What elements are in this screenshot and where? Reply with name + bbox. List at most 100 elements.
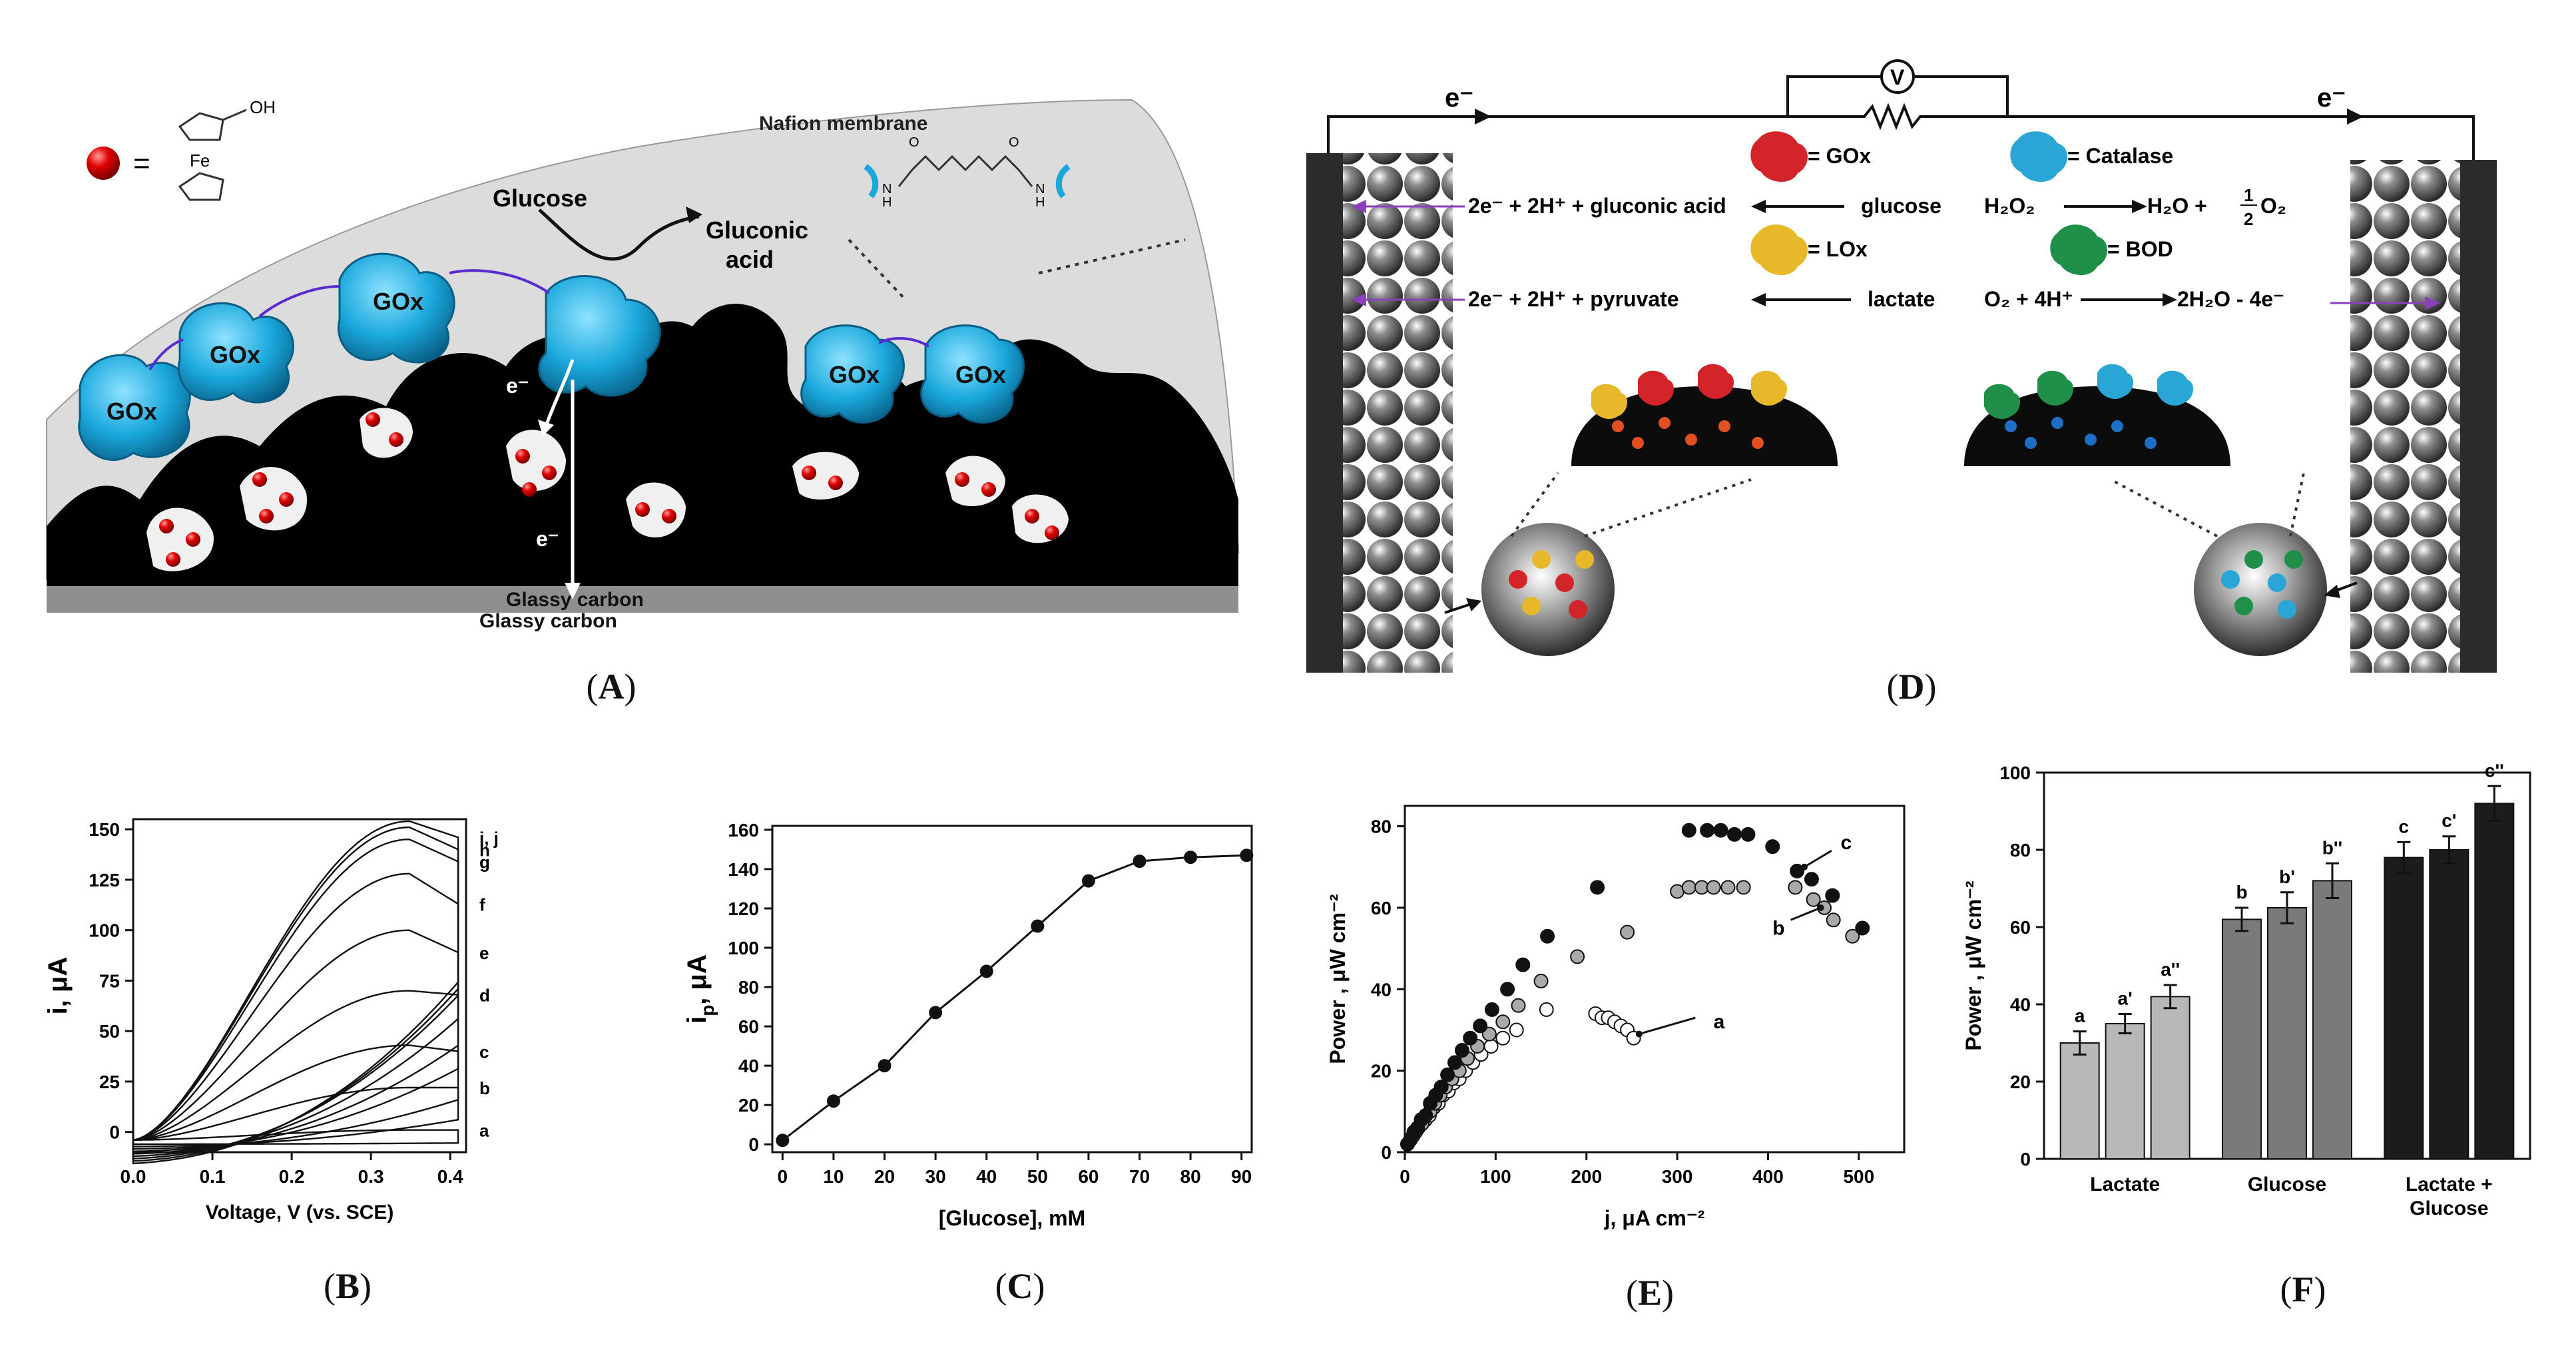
x-tick-label: 0.3 bbox=[358, 1166, 384, 1187]
y-tick-label: 25 bbox=[99, 1072, 120, 1092]
series-a-point bbox=[1483, 1038, 1499, 1054]
cv-curve-label: i, j bbox=[479, 828, 499, 848]
series-b-point bbox=[1788, 880, 1803, 895]
x-tick-label: 30 bbox=[925, 1166, 946, 1187]
bar-label: c' bbox=[2442, 811, 2456, 831]
x-tick-label: 0.0 bbox=[121, 1166, 146, 1187]
y-tick-label: 60 bbox=[2010, 917, 2031, 938]
bar bbox=[2105, 1023, 2145, 1160]
panel-label-f: (F) bbox=[2280, 1269, 2326, 1309]
legend-catalase: = Catalase bbox=[2067, 144, 2173, 168]
series-b-point bbox=[1570, 949, 1585, 964]
y-axis-label: ip, μA bbox=[682, 954, 718, 1024]
series-a-point bbox=[1495, 1030, 1511, 1046]
gox-label-4: GOx bbox=[829, 361, 880, 388]
series-c-point bbox=[1447, 1055, 1462, 1070]
bar-label: c bbox=[2399, 816, 2410, 837]
rxn1-reactant: glucose bbox=[1861, 194, 1941, 218]
x-axis-label: j, μA cm⁻² bbox=[1604, 1206, 1705, 1230]
x-tick-label: 40 bbox=[976, 1166, 997, 1187]
linker-h-left: H bbox=[882, 195, 892, 210]
series-b-point bbox=[1845, 928, 1860, 944]
voltmeter-label: V bbox=[1890, 65, 1905, 89]
series-c-point bbox=[1700, 823, 1715, 838]
x-tick-label: 90 bbox=[1231, 1166, 1252, 1187]
series-c-point bbox=[1727, 827, 1742, 842]
cv-curve-label: d bbox=[479, 986, 490, 1006]
rxn1-products: 2e⁻ + 2H⁺ + gluconic acid bbox=[1468, 194, 1726, 218]
linker-h-right: H bbox=[1035, 195, 1045, 210]
bar-label: c'' bbox=[2485, 760, 2504, 781]
gox-enzymes bbox=[78, 252, 1025, 461]
y-tick-label: 100 bbox=[1999, 763, 2031, 783]
data-point bbox=[929, 1006, 943, 1020]
y-axis-label: Power , μW cm⁻² bbox=[1326, 894, 1350, 1064]
y-tick-label: 75 bbox=[99, 970, 120, 991]
y-tick-label: 40 bbox=[738, 1056, 759, 1076]
group-label: Glucose bbox=[2410, 1197, 2488, 1219]
y-tick-label: 120 bbox=[728, 898, 759, 919]
rxn2-o2: O₂ bbox=[2260, 194, 2286, 218]
y-tick-label: 50 bbox=[99, 1021, 120, 1042]
series-c-point bbox=[1515, 957, 1531, 972]
panel-label-b: (B) bbox=[324, 1266, 372, 1306]
group-label: Glucose bbox=[2248, 1174, 2326, 1195]
x-tick-label: 0.4 bbox=[437, 1166, 463, 1187]
annotation-arrowhead bbox=[1817, 904, 1824, 911]
linker-n-left: N bbox=[882, 182, 892, 196]
series-c-point bbox=[1484, 1002, 1499, 1017]
y-tick-label: 0 bbox=[1381, 1142, 1392, 1163]
ferrocene-oh: OH bbox=[250, 97, 276, 117]
y-tick-label: 125 bbox=[89, 870, 120, 890]
cv-curve-g bbox=[132, 839, 459, 1160]
x-tick-label: 80 bbox=[1180, 1166, 1201, 1187]
cv-curve-h bbox=[132, 826, 459, 1162]
anode-electron: e⁻ bbox=[1445, 83, 1473, 113]
series-annotation: a bbox=[1714, 1011, 1725, 1033]
data-point bbox=[979, 964, 993, 978]
series-b-point bbox=[1720, 880, 1736, 895]
cv-curve-label: b bbox=[479, 1078, 490, 1098]
x-tick-label: 60 bbox=[1078, 1166, 1099, 1187]
series-c-point bbox=[1681, 823, 1696, 838]
annotation-arrowhead bbox=[1635, 1030, 1643, 1038]
ferrocene-beads bbox=[159, 412, 1059, 567]
bar bbox=[2150, 996, 2190, 1160]
x-axis-label: Voltage, V (vs. SCE) bbox=[206, 1201, 394, 1223]
rxn2-reactant: H₂O₂ bbox=[1984, 194, 2035, 218]
data-point bbox=[1184, 850, 1198, 864]
x-tick-label: 0.2 bbox=[279, 1166, 305, 1187]
x-axis-label: [Glucose], mM bbox=[939, 1206, 1085, 1230]
rxn3-products: 2e⁻ + 2H⁺ + pyruvate bbox=[1468, 287, 1679, 311]
cathode-electron: e⁻ bbox=[2317, 83, 2346, 113]
series-c-point bbox=[1440, 1067, 1455, 1082]
data-point bbox=[1133, 854, 1147, 868]
data-point bbox=[1031, 919, 1045, 933]
panel-label-e: (E) bbox=[1626, 1273, 1674, 1313]
series-a-point bbox=[1509, 1022, 1524, 1038]
series-b-point bbox=[1481, 1026, 1497, 1042]
fit-line bbox=[782, 854, 1247, 1142]
gox-label-2: GOx bbox=[210, 341, 260, 368]
x-tick-label: 0 bbox=[778, 1166, 788, 1187]
y-tick-label: 0 bbox=[2020, 1149, 2031, 1170]
rxn2-half-num: 1 bbox=[2244, 185, 2253, 205]
series-c-point bbox=[1804, 872, 1819, 887]
cv-curve-label: a bbox=[479, 1121, 489, 1141]
cv-curve-ij bbox=[132, 820, 459, 1165]
bar-label: b'' bbox=[2322, 837, 2342, 858]
ferrocene-structure bbox=[178, 109, 247, 201]
ferrocene-legend-bead bbox=[87, 147, 120, 180]
bar-label: a'' bbox=[2161, 959, 2180, 980]
series-b-point bbox=[1826, 912, 1841, 928]
y-tick-label: 20 bbox=[1371, 1061, 1392, 1082]
data-point bbox=[826, 1094, 840, 1108]
y-axis-label: Power , μW cm⁻² bbox=[1961, 880, 1985, 1050]
panel-label-c: (C) bbox=[995, 1266, 1045, 1306]
rxn4-reactants: O₂ + 4H⁺ bbox=[1984, 287, 2073, 311]
group-label: Lactate bbox=[2090, 1174, 2160, 1195]
